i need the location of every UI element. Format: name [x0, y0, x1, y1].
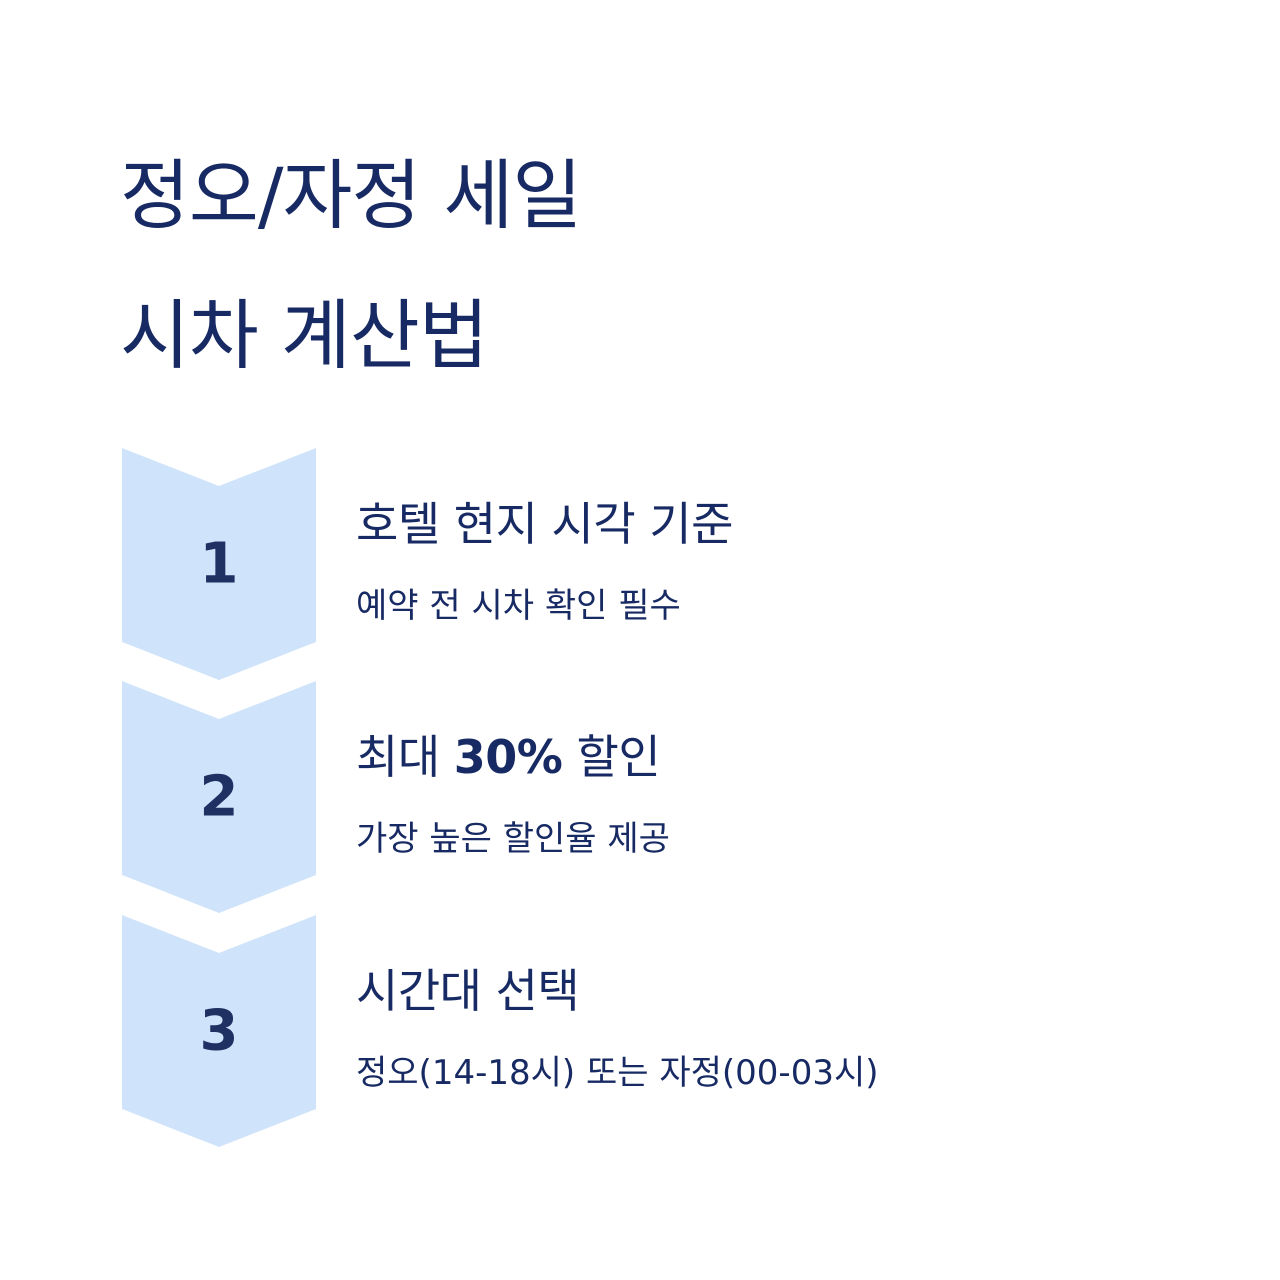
- step-2-title-prefix: 최대: [356, 730, 454, 784]
- step-1-chevron: 1: [122, 448, 316, 680]
- step-2-title: 최대 30% 할인: [356, 721, 661, 787]
- step-3-title: 시간대 선택: [356, 964, 580, 1018]
- step-1-number: 1: [199, 531, 239, 597]
- step-2-description: 가장 높은 할인율 제공: [356, 819, 670, 859]
- step-2-title-highlight: 30%: [453, 730, 563, 784]
- step-3-description: 정오(14-18시) 또는 자정(00-03시): [356, 1053, 879, 1093]
- step-3-number: 3: [199, 998, 239, 1064]
- step-1-title: 호텔 현지 시각 기준: [356, 497, 733, 551]
- step-3-chevron: 3: [122, 915, 316, 1147]
- title-line-2: 시차 계산법: [120, 291, 489, 380]
- step-2-title-suffix: 할인: [562, 730, 661, 784]
- step-2-number: 2: [199, 764, 239, 830]
- step-1-description: 예약 전 시차 확인 필수: [356, 586, 681, 626]
- title-line-1: 정오/자정 세일: [120, 151, 582, 240]
- step-2-chevron: 2: [122, 681, 316, 913]
- page-title: 정오/자정 세일 시차 계산법: [120, 126, 582, 406]
